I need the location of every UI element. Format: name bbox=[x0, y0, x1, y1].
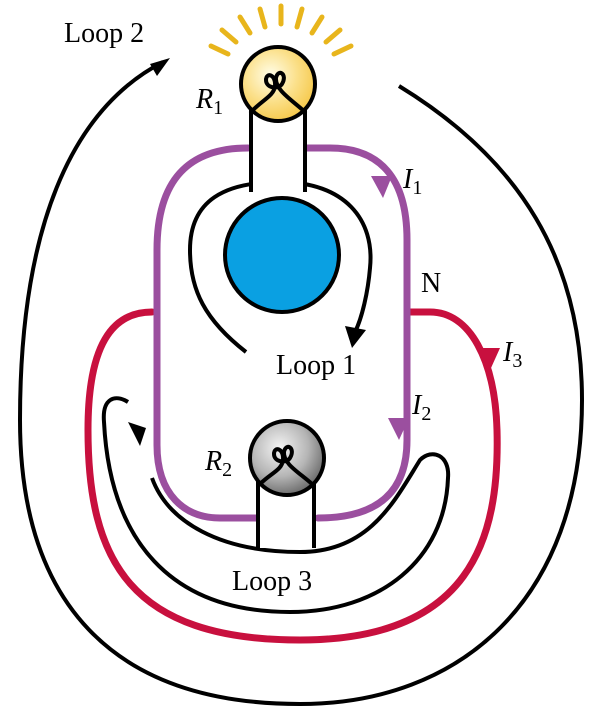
bulb-r1-rays bbox=[208, 3, 354, 57]
label-loop3: Loop 3 bbox=[232, 566, 312, 597]
loop3-arrowhead bbox=[128, 422, 146, 446]
i3-arrowhead bbox=[478, 348, 500, 368]
label-node: N bbox=[421, 268, 441, 299]
bulb-r2 bbox=[248, 419, 326, 548]
bulb-r1-base bbox=[251, 110, 305, 192]
loop2-arrow-path bbox=[17, 60, 585, 707]
battery-circle bbox=[223, 196, 341, 314]
loop1-arrowhead bbox=[345, 326, 366, 348]
loop-i1-i2-wire bbox=[153, 144, 411, 522]
label-r2: R2 bbox=[204, 446, 232, 481]
loop-i3-wire bbox=[84, 308, 501, 644]
loop2-arrowhead bbox=[150, 58, 170, 76]
label-loop2: Loop 2 bbox=[64, 18, 144, 49]
label-loop1: Loop 1 bbox=[276, 350, 356, 381]
label-i1: I1 bbox=[402, 164, 422, 199]
label-r1: R1 bbox=[195, 84, 223, 119]
label-i2: I2 bbox=[411, 390, 431, 425]
label-i3: I3 bbox=[502, 337, 522, 372]
i2-arrowhead bbox=[388, 418, 409, 440]
bulb-r2-filament bbox=[258, 444, 314, 486]
bulb-r1 bbox=[208, 3, 354, 192]
loop3-path bbox=[101, 396, 451, 615]
i1-arrowhead bbox=[371, 176, 392, 198]
bulb-r1-filament bbox=[249, 70, 307, 114]
